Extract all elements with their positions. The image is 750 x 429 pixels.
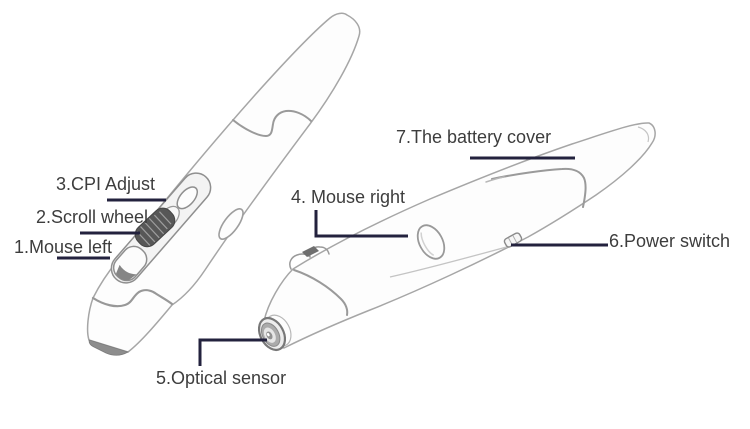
cpi-adjust-button [176,186,199,210]
side-oval-detail [218,208,244,240]
grip-seam-left-pen [91,289,174,308]
label-optical-sensor: 5.Optical sensor [156,368,287,388]
pen-right-body [263,122,656,349]
battery-cover-notch [485,176,505,183]
label-mouse-left: 1.Mouse left [14,237,113,257]
optical-sensor [257,314,292,352]
label-scroll-wheel: 2.Scroll wheel [36,207,149,227]
leader-lines [57,156,608,366]
leader-line-optical-sensor [198,338,267,366]
button-cluster [110,172,212,284]
scroll-wheel [134,207,176,248]
label-power-switch: 6.Power switch [609,231,731,251]
pen-tip-facet [88,339,130,356]
lower-edge-highlight [389,245,511,278]
leader-line-mouse-right [314,210,408,238]
battery-cover-seam-left-pen [232,109,312,138]
pen-right-side-view [257,122,656,352]
tail-inner-line [637,126,650,143]
label-mouse-right: 4. Mouse right [291,187,406,207]
grip-seam-right-pen [293,269,349,316]
label-cpi-adjust: 3.CPI Adjust [56,174,156,194]
label-battery-cover: 7.The battery cover [396,127,552,147]
mouse-left-button-shade [115,264,137,281]
pen-left-side-view [86,12,361,356]
scroll-wheel-ridges [136,211,172,246]
battery-cover-seam-right-pen [491,167,587,208]
mouse-right-button [416,224,446,260]
edge-button-dark [302,246,319,257]
